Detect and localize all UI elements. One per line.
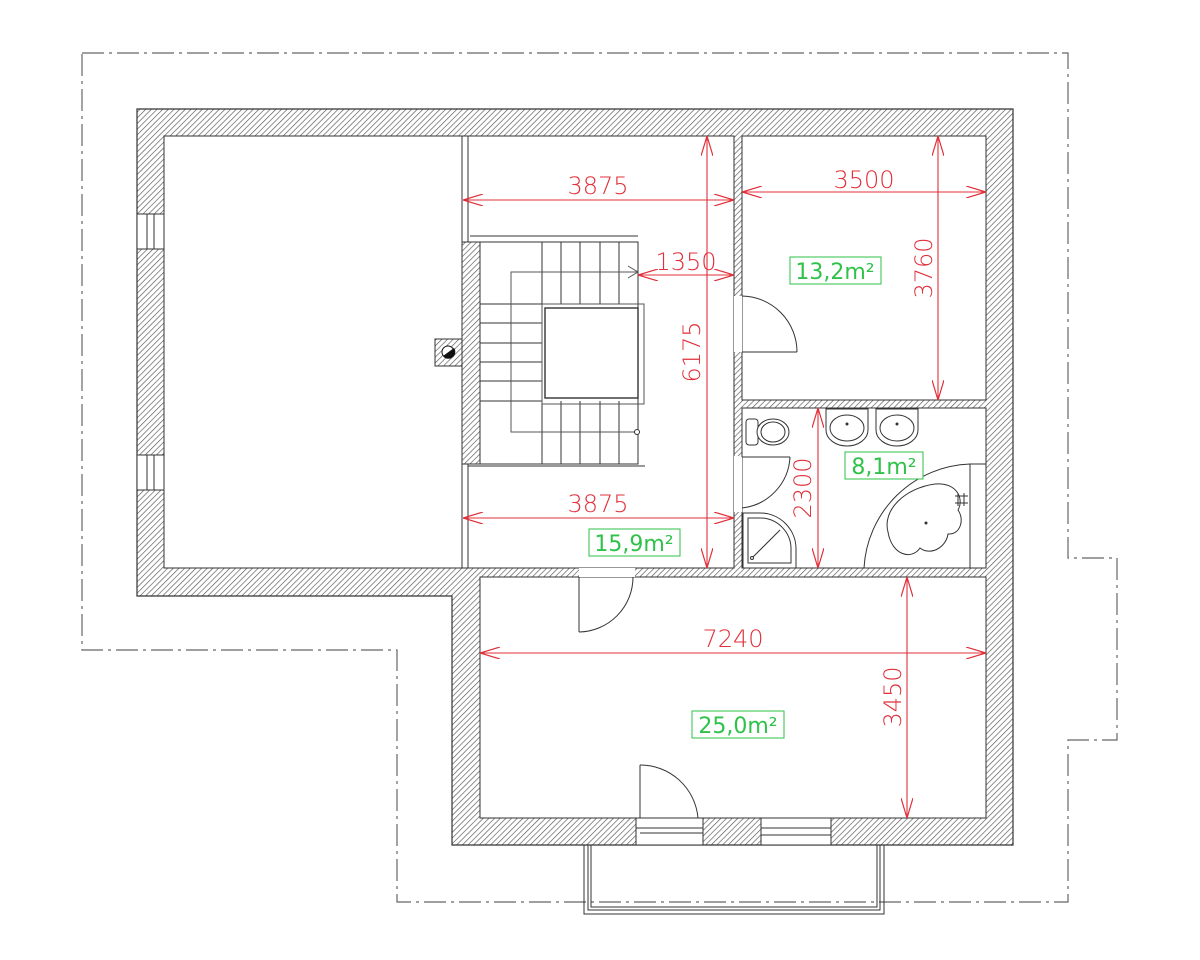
washbasin-left xyxy=(825,408,869,447)
washbasin-right xyxy=(875,408,919,447)
area-label-bathroom: 8,1m² xyxy=(844,451,924,480)
toilet xyxy=(745,418,790,446)
dim-bathroom-height: 2300 xyxy=(789,457,817,518)
svg-text:15,9m²: 15,9m² xyxy=(594,532,673,557)
corner-bathtub xyxy=(863,463,986,569)
window-left-upper xyxy=(136,213,165,250)
roof-outline xyxy=(81,52,1118,903)
staircase xyxy=(468,235,645,467)
dim-living-width: 7240 xyxy=(702,625,763,653)
dim-hall-height: 6175 xyxy=(678,321,706,382)
room-left-open xyxy=(163,135,463,569)
door-living xyxy=(578,576,634,633)
dim-bedroom-width: 3500 xyxy=(833,166,894,194)
shower-tray xyxy=(742,512,797,569)
door-bedroom xyxy=(741,295,798,353)
dim-stair-to-wall: 1350 xyxy=(655,248,716,276)
area-label-bedroom: 13,2m² xyxy=(789,256,882,285)
door-balcony xyxy=(635,764,704,846)
chimney xyxy=(434,338,463,367)
svg-text:8,1m²: 8,1m² xyxy=(851,455,916,480)
room-living xyxy=(479,576,987,819)
door-bathroom xyxy=(741,456,791,509)
dim-bedroom-height: 3760 xyxy=(910,237,938,298)
area-label-living: 25,0m² xyxy=(691,710,785,739)
dimension-lines xyxy=(463,136,986,818)
svg-text:13,2m²: 13,2m² xyxy=(795,260,874,285)
dim-hall-width-top: 3875 xyxy=(567,172,628,200)
svg-text:25,0m²: 25,0m² xyxy=(698,714,777,739)
dim-hall-width-bottom: 3875 xyxy=(567,490,628,518)
window-living xyxy=(760,817,832,846)
balcony xyxy=(583,845,885,915)
area-label-hall: 15,9m² xyxy=(588,528,681,557)
dim-living-height: 3450 xyxy=(879,666,907,727)
window-left-lower xyxy=(136,454,165,491)
